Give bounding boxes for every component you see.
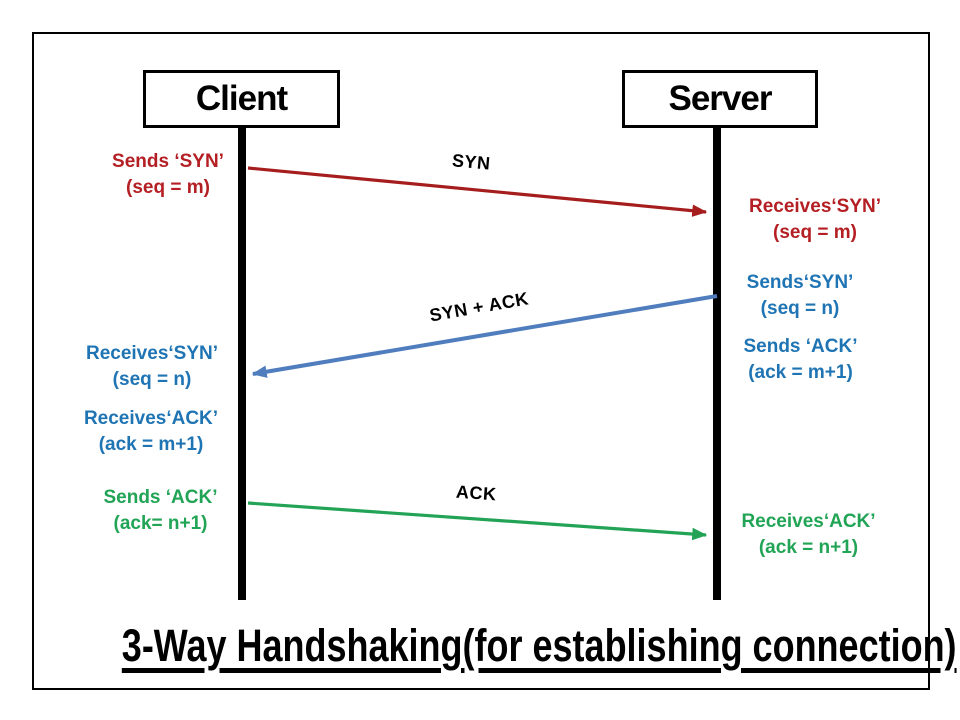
note-line: (ack = n+1) <box>758 537 859 558</box>
diagram-border <box>32 32 930 690</box>
note-client-sends-ack: Sends ‘ACK’ (ack= n+1) <box>88 485 233 537</box>
note-server-receives-syn: Receives‘SYN’ (seq = m) <box>744 194 886 246</box>
note-server-receives-ack: Receives‘ACK’ (ack = n+1) <box>736 509 881 561</box>
note-line: Sends‘SYN’ <box>746 272 854 293</box>
note-line: (ack = m+1) <box>98 434 204 455</box>
note-line: Sends ‘ACK’ <box>743 336 858 357</box>
note-line: Receives‘ACK’ <box>741 511 876 532</box>
client-lifeline <box>238 126 246 600</box>
ack-arrow-label: ACK <box>455 481 498 505</box>
note-line: (seq = n) <box>112 369 192 390</box>
note-line: Receives‘ACK’ <box>83 408 219 429</box>
note-line: (seq = n) <box>760 298 840 319</box>
note-server-sends-ack: Sends ‘ACK’ (ack = m+1) <box>728 334 873 386</box>
ack-arrow <box>247 501 708 541</box>
note-line: Receives‘SYN’ <box>748 196 882 217</box>
syn-arrow-label: SYN <box>451 150 492 174</box>
note-line: (ack= n+1) <box>113 513 208 534</box>
syn-ack-arrow <box>251 294 718 378</box>
diagram-title: 3-Way Handshaking(for establishing conne… <box>121 620 957 671</box>
note-client-sends-syn: Sends ‘SYN’ (seq = m) <box>98 149 238 201</box>
server-lifeline <box>713 126 721 600</box>
syn-arrow <box>247 166 708 217</box>
note-server-sends-syn: Sends‘SYN’ (seq = n) <box>730 270 870 322</box>
note-line: Receives‘SYN’ <box>85 343 219 364</box>
note-line: (seq = m) <box>773 222 857 243</box>
note-line: (seq = m) <box>126 177 210 198</box>
note-line: Sends ‘ACK’ <box>103 487 218 508</box>
actor-label-server: Server <box>668 79 773 118</box>
note-client-receives-syn: Receives‘SYN’ (seq = n) <box>78 341 226 393</box>
actor-label-client: Client <box>195 79 288 118</box>
note-line: Sends ‘SYN’ <box>112 151 224 172</box>
note-client-receives-ack: Receives‘ACK’ (ack = m+1) <box>76 406 226 458</box>
note-line: (ack = m+1) <box>748 362 853 383</box>
